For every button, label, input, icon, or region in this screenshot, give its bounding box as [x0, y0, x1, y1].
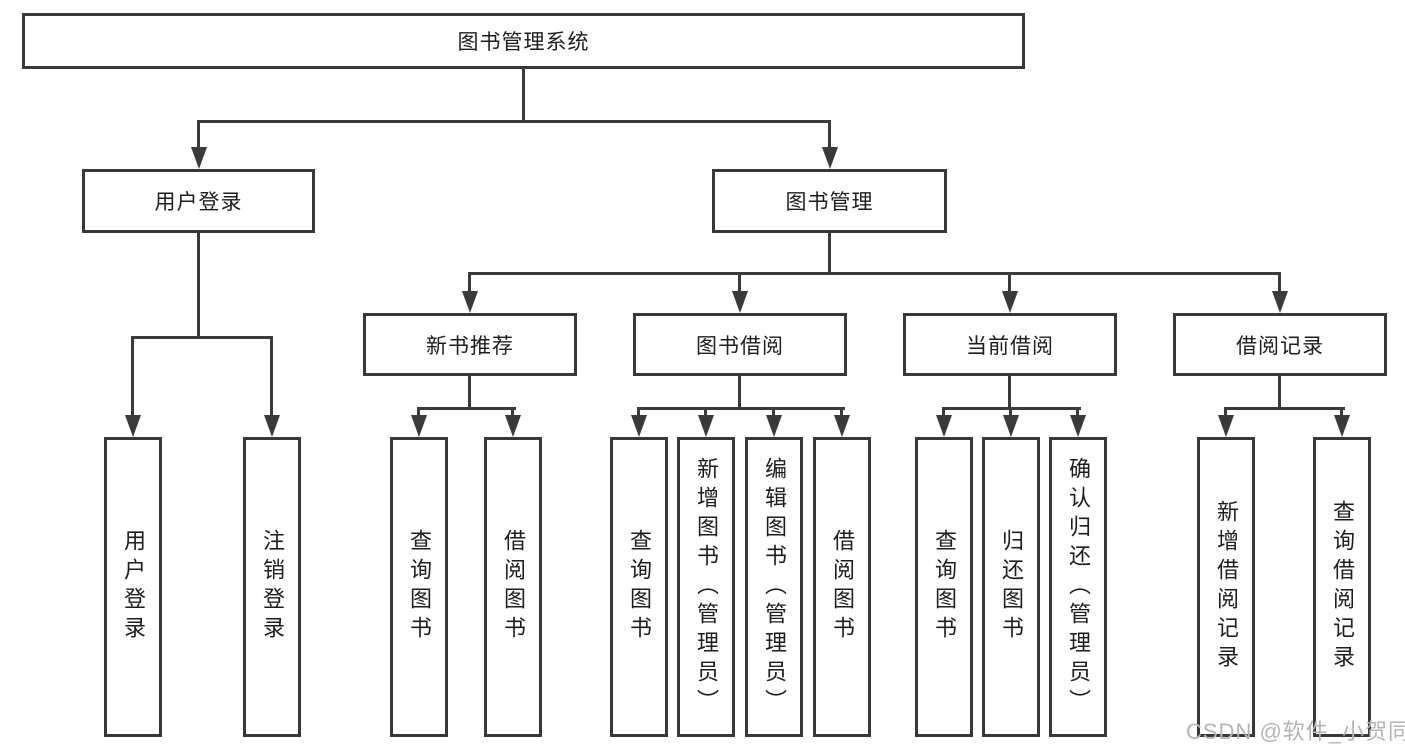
- connector-leaf-drop: [1076, 407, 1079, 417]
- arrowhead-leaf: [698, 415, 714, 437]
- connector-drop-user-login: [197, 120, 200, 150]
- connector-book-mgmt-stem: [828, 233, 831, 275]
- connector-leaf-drop: [511, 407, 514, 417]
- node-label: 编辑图书（管理员）: [762, 456, 787, 718]
- connector-drop-login: [131, 336, 134, 416]
- arrowhead-leaf: [766, 415, 782, 437]
- connector-new-book-stem: [468, 376, 471, 410]
- arrowhead-user-login: [191, 147, 207, 169]
- arrowhead-logout: [264, 415, 280, 437]
- connector-book-borrow-bar: [637, 407, 845, 410]
- connector-borrow-record-stem: [1278, 376, 1281, 410]
- arrowhead-leaf: [936, 415, 952, 437]
- node-label: 图书管理系统: [457, 31, 590, 54]
- connector-level1-bar: [197, 120, 831, 123]
- node-leaf-query-book-2: 查询图书: [610, 437, 668, 737]
- connector-leaf-drop: [637, 407, 640, 417]
- node-label: 用户登录: [154, 191, 243, 214]
- arrowhead-login: [125, 415, 141, 437]
- node-leaf-confirm-return-admin: 确认归还（管理员）: [1049, 437, 1107, 737]
- arrowhead-leaf: [1003, 415, 1019, 437]
- node-user-login: 用户登录: [82, 169, 315, 233]
- node-leaf-query-book-1: 查询图书: [390, 437, 448, 737]
- node-label: 新书推荐: [426, 334, 514, 358]
- connector-borrow-record-bar: [1224, 407, 1345, 410]
- arrowhead-leaf: [1218, 415, 1234, 437]
- arrowhead-current-borrow: [1002, 291, 1018, 313]
- node-label: 当前借阅: [966, 334, 1054, 358]
- arrowhead-book-borrow: [732, 291, 748, 313]
- connector-drop-logout: [270, 336, 273, 416]
- node-leaf-add-book-admin: 新增图书（管理员）: [677, 437, 735, 737]
- connector-drop-new-book: [468, 272, 471, 292]
- connector-drop-book-mgmt: [828, 120, 831, 150]
- connector-user-login-stem: [197, 233, 200, 339]
- arrowhead-leaf: [631, 415, 647, 437]
- node-leaf-query-book-3: 查询图书: [915, 437, 973, 737]
- connector-leaf-drop: [1009, 407, 1012, 417]
- node-label: 图书借阅: [696, 334, 784, 358]
- arrowhead-leaf: [1334, 415, 1350, 437]
- node-label: 查询借阅记录: [1330, 500, 1355, 674]
- connector-leaf-drop: [942, 407, 945, 417]
- node-label: 查询图书: [627, 529, 652, 645]
- arrowhead-leaf: [411, 415, 427, 437]
- arrowhead-leaf: [505, 415, 521, 437]
- node-label: 查询图书: [932, 529, 957, 645]
- arrowhead-leaf: [1070, 415, 1086, 437]
- csdn-watermark: CSDN @软件_小贺同学: [1186, 719, 1405, 744]
- connector-leaf-drop: [704, 407, 707, 417]
- connector-drop-book-borrow: [738, 272, 741, 292]
- connector-leaf-drop: [417, 407, 420, 417]
- node-leaf-borrow-book-2: 借阅图书: [813, 437, 871, 737]
- node-label: 图书管理: [785, 191, 874, 214]
- node-leaf-return-book: 归还图书: [982, 437, 1040, 737]
- arrowhead-new-book: [462, 291, 478, 313]
- node-leaf-add-borrow-record: 新增借阅记录: [1197, 437, 1255, 737]
- node-book-borrow: 图书借阅: [633, 313, 847, 376]
- node-root-system: 图书管理系统: [22, 13, 1025, 69]
- connector-root-stem: [522, 68, 525, 123]
- node-book-management: 图书管理: [712, 169, 947, 233]
- node-label: 用户登录: [121, 529, 146, 645]
- node-label: 查询图书: [407, 529, 432, 645]
- node-label: 新增图书（管理员）: [694, 456, 719, 718]
- node-leaf-edit-book-admin: 编辑图书（管理员）: [745, 437, 803, 737]
- connector-current-borrow-stem: [1008, 376, 1011, 410]
- connector-leaf-drop: [772, 407, 775, 417]
- arrowhead-borrow-record: [1272, 291, 1288, 313]
- node-label: 借阅记录: [1236, 334, 1324, 358]
- node-label: 新增借阅记录: [1214, 500, 1239, 674]
- node-leaf-borrow-book-1: 借阅图书: [484, 437, 542, 737]
- arrowhead-book-mgmt: [822, 147, 838, 169]
- connector-new-book-bar: [417, 407, 516, 410]
- node-leaf-query-borrow-record: 查询借阅记录: [1313, 437, 1371, 737]
- connector-drop-borrow-record: [1278, 272, 1281, 292]
- connector-user-login-bar: [131, 336, 273, 339]
- connector-leaf-drop: [1224, 407, 1227, 417]
- node-label: 归还图书: [999, 529, 1024, 645]
- node-label: 注销登录: [260, 529, 285, 645]
- connector-leaf-drop: [1340, 407, 1343, 417]
- connector-drop-current-borrow: [1008, 272, 1011, 292]
- arrowhead-leaf: [834, 415, 850, 437]
- node-label: 借阅图书: [830, 529, 855, 645]
- connector-leaf-drop: [840, 407, 843, 417]
- node-label: 确认归还（管理员）: [1066, 456, 1091, 718]
- connector-level2-bar: [468, 272, 1281, 275]
- node-leaf-logout: 注销登录: [243, 437, 301, 737]
- node-leaf-user-login: 用户登录: [104, 437, 162, 737]
- node-current-borrow: 当前借阅: [903, 313, 1117, 376]
- node-label: 借阅图书: [501, 529, 526, 645]
- connector-book-borrow-stem: [738, 376, 741, 410]
- node-borrow-record: 借阅记录: [1173, 313, 1387, 376]
- node-new-book-recommend: 新书推荐: [363, 313, 577, 376]
